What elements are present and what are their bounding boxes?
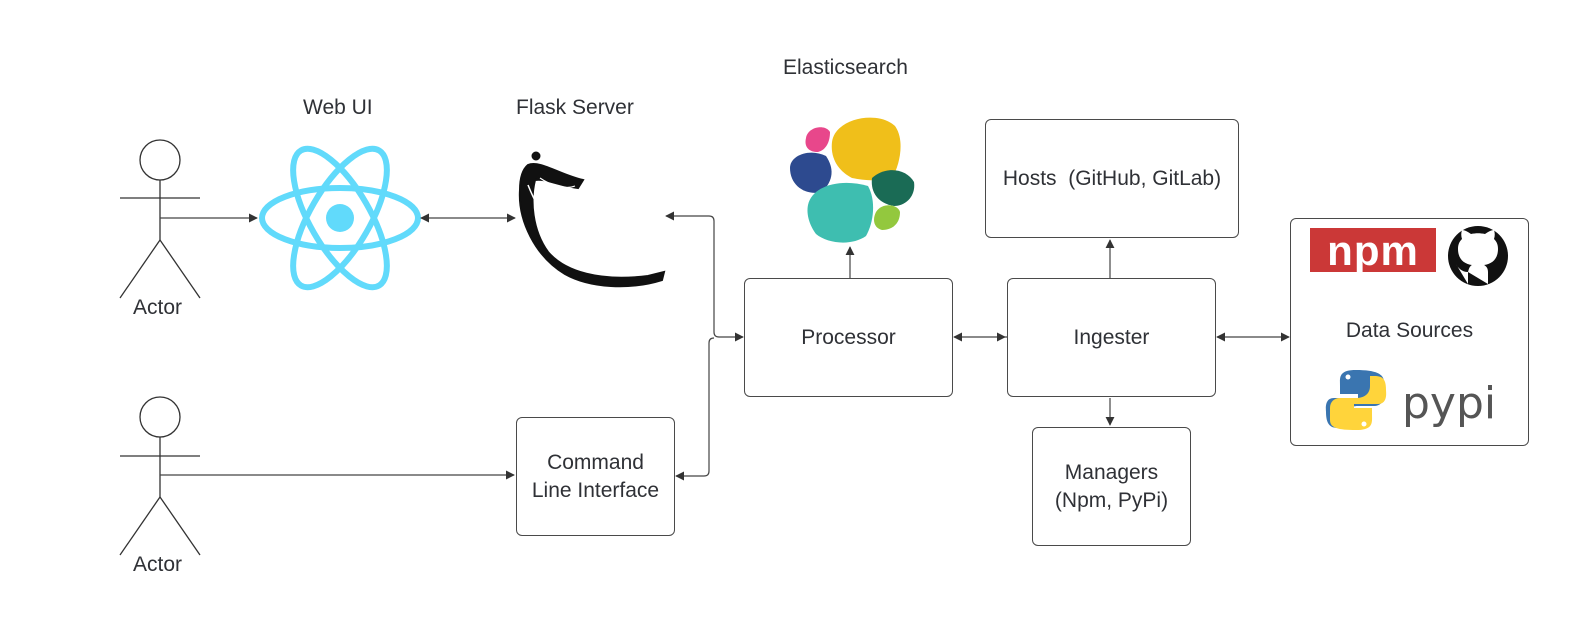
arrow-cli-processor	[675, 337, 715, 481]
cli-label-line2: Line Interface	[531, 478, 660, 502]
cli-box: Command Line Interface	[516, 417, 675, 536]
npm-logo-text: npm	[1327, 227, 1419, 274]
label-actor-top: Actor	[133, 296, 183, 319]
react-logo-icon	[259, 145, 421, 291]
data-sources-box: Data Sources	[1290, 218, 1529, 446]
label-web-ui: Web UI	[303, 96, 373, 119]
data-sources-label: Data Sources	[1345, 319, 1474, 342]
label-actor-bottom: Actor	[133, 553, 183, 576]
pypi-logo-text: pypi	[1402, 378, 1496, 429]
cli-label-line1: Command	[547, 451, 644, 475]
processor-label: Processor	[801, 325, 896, 349]
ingester-box: Ingester	[1007, 278, 1216, 397]
managers-label-line1: Managers	[1064, 461, 1159, 485]
managers-box: Managers (Npm, PyPi)	[1032, 427, 1191, 546]
actor-figure-icon	[119, 396, 201, 556]
hosts-box: Hosts (GitHub, GitLab)	[985, 119, 1239, 238]
label-flask-server: Flask Server	[516, 96, 634, 119]
label-elasticsearch: Elasticsearch	[783, 56, 908, 79]
flask-horn-icon	[518, 151, 666, 288]
npm-logo-icon: npm	[1310, 227, 1436, 274]
github-logo-icon	[1448, 226, 1508, 286]
arrow-flask-processor	[665, 211, 744, 342]
ingester-label: Ingester	[1073, 325, 1150, 349]
hosts-label: Hosts (GitHub, GitLab)	[1002, 166, 1222, 190]
elasticsearch-logo-icon	[790, 117, 915, 243]
python-logo-icon	[1325, 370, 1387, 430]
processor-box: Processor	[744, 278, 953, 397]
actor-figure-icon	[119, 139, 201, 299]
managers-label-line2: (Npm, PyPi)	[1054, 488, 1169, 512]
